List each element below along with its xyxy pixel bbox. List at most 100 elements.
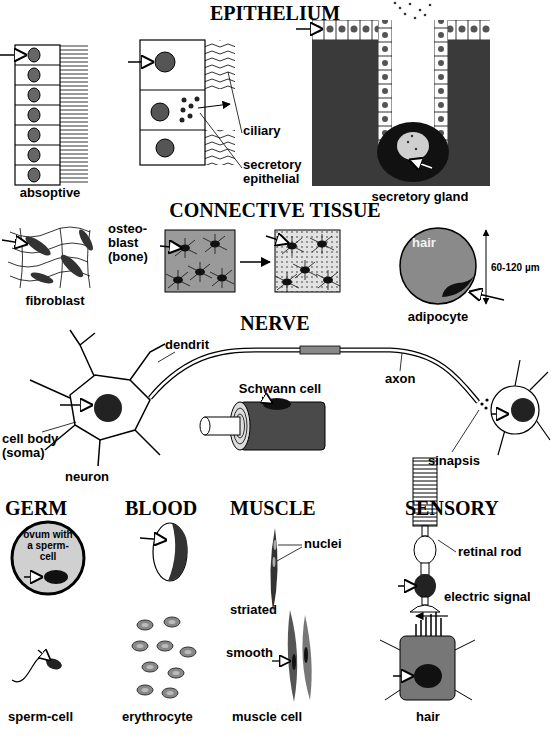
schwann-cell	[200, 397, 325, 450]
sperm-cell	[12, 657, 48, 682]
part-label: nuclei	[304, 537, 364, 551]
osteoblast-bone	[275, 272, 299, 292]
retinal-rod	[421, 563, 429, 575]
adipocyte-outline	[398, 226, 478, 306]
muscle-cells	[270, 528, 277, 612]
osteoblast-bone	[166, 270, 190, 290]
osteoblast-bone	[160, 230, 340, 292]
ciliary-secretory-cells	[140, 90, 205, 130]
ciliary-secretory-cells	[188, 114, 193, 119]
ciliary-secretory-cells	[128, 40, 242, 168]
ciliary-secretory-cells	[182, 98, 187, 103]
neuron	[484, 406, 487, 409]
neuron	[42, 352, 479, 452]
part-label: 60-120 µm	[491, 262, 549, 273]
ciliary-secretory-cells	[205, 130, 235, 165]
retinal-rod	[422, 526, 428, 536]
neuron	[60, 404, 92, 406]
hair-cell	[416, 612, 441, 636]
part-label: dendrit	[165, 338, 235, 352]
section-heading: GERM	[5, 497, 95, 519]
secretory-gland	[409, 3, 412, 6]
sperm-cell	[38, 650, 50, 660]
osteoblast-bone	[188, 262, 212, 282]
cell-label: ovum with a sperm-cell	[23, 529, 73, 562]
part-label: axon	[385, 372, 435, 386]
part-label: smooth	[226, 646, 276, 660]
ciliary-secretory-cells	[128, 61, 153, 63]
retinal-rod	[416, 615, 448, 616]
neuron	[300, 346, 340, 354]
section-heading: SENSORY	[405, 497, 545, 519]
retinal-rod	[422, 597, 428, 605]
erythrocytes	[142, 662, 158, 672]
section-heading: CONNECTIVE TISSUE	[125, 199, 425, 221]
part-label: osteo- blast (bone)	[108, 222, 162, 264]
erythrocytes	[132, 523, 196, 698]
absorptive-cells	[15, 45, 60, 185]
secretory-gland	[434, 20, 448, 146]
secretory-gland	[399, 7, 402, 10]
part-label: striated	[230, 603, 290, 617]
secretory-gland	[429, 4, 432, 7]
retinal-rod	[398, 585, 416, 587]
ciliary-secretory-cells	[181, 108, 186, 113]
section-heading: EPITHELIUM	[175, 2, 375, 24]
erythrocytes	[153, 523, 187, 581]
part-label: erythrocyte	[122, 710, 212, 724]
erythrocytes	[157, 641, 173, 651]
part-label: retinal rod	[458, 545, 548, 559]
adipocyte-dimension	[486, 230, 487, 304]
section-heading: MUSCLE	[230, 497, 350, 519]
part-label: neuron	[65, 470, 135, 484]
adipocyte-outline	[442, 276, 474, 297]
erythrocytes	[137, 685, 153, 695]
muscle-cells	[288, 610, 297, 702]
muscle-cells	[274, 540, 277, 550]
neuron	[70, 375, 150, 440]
erythrocytes	[164, 617, 180, 627]
absorptive-cells	[28, 128, 40, 142]
neuron	[491, 386, 539, 434]
osteoblast-bone	[165, 230, 235, 292]
part-label: adipocyte	[388, 310, 488, 324]
fibroblast-cells	[23, 233, 53, 258]
absorptive-cells	[0, 45, 90, 185]
ovum-outline	[44, 570, 68, 584]
absorptive-cells	[28, 148, 40, 162]
fibroblast-cells	[2, 240, 27, 244]
absorptive-cells	[15, 65, 60, 165]
adipocyte-dimension	[486, 230, 487, 304]
section-heading: NERVE	[200, 312, 350, 334]
hair-cell	[393, 675, 413, 677]
absorptive-cells	[28, 108, 40, 122]
cell-label: hair	[412, 236, 452, 250]
osteoblast-bone	[275, 230, 340, 292]
part-label: cell body (soma)	[2, 432, 72, 460]
secretory-gland	[404, 13, 407, 16]
osteoblast-bone	[210, 268, 234, 288]
secretory-gland	[419, 9, 422, 12]
retinal-rod	[414, 574, 436, 598]
erythrocytes	[132, 641, 148, 651]
fibroblast-cells	[8, 227, 92, 288]
absorptive-cells	[28, 168, 40, 182]
ovum-outline	[12, 522, 84, 594]
ciliary-secretory-cells	[155, 52, 175, 72]
erythrocytes	[140, 538, 166, 540]
osteoblast-bone	[266, 236, 288, 243]
ciliary-secretory-cells	[189, 104, 194, 109]
schwann-cell	[200, 417, 210, 435]
erythrocytes	[168, 668, 184, 678]
part-label: sperm-cell	[8, 710, 98, 724]
part-label: Schwann cell	[225, 382, 335, 396]
secretory-gland	[411, 135, 413, 137]
part-label: secretory epithelial	[243, 158, 318, 186]
hair-cell	[380, 612, 475, 700]
muscle-cells	[304, 647, 308, 663]
ciliary-secretory-cells	[156, 139, 174, 157]
ciliary-secretory-cells	[180, 118, 185, 123]
neuron	[511, 398, 535, 422]
